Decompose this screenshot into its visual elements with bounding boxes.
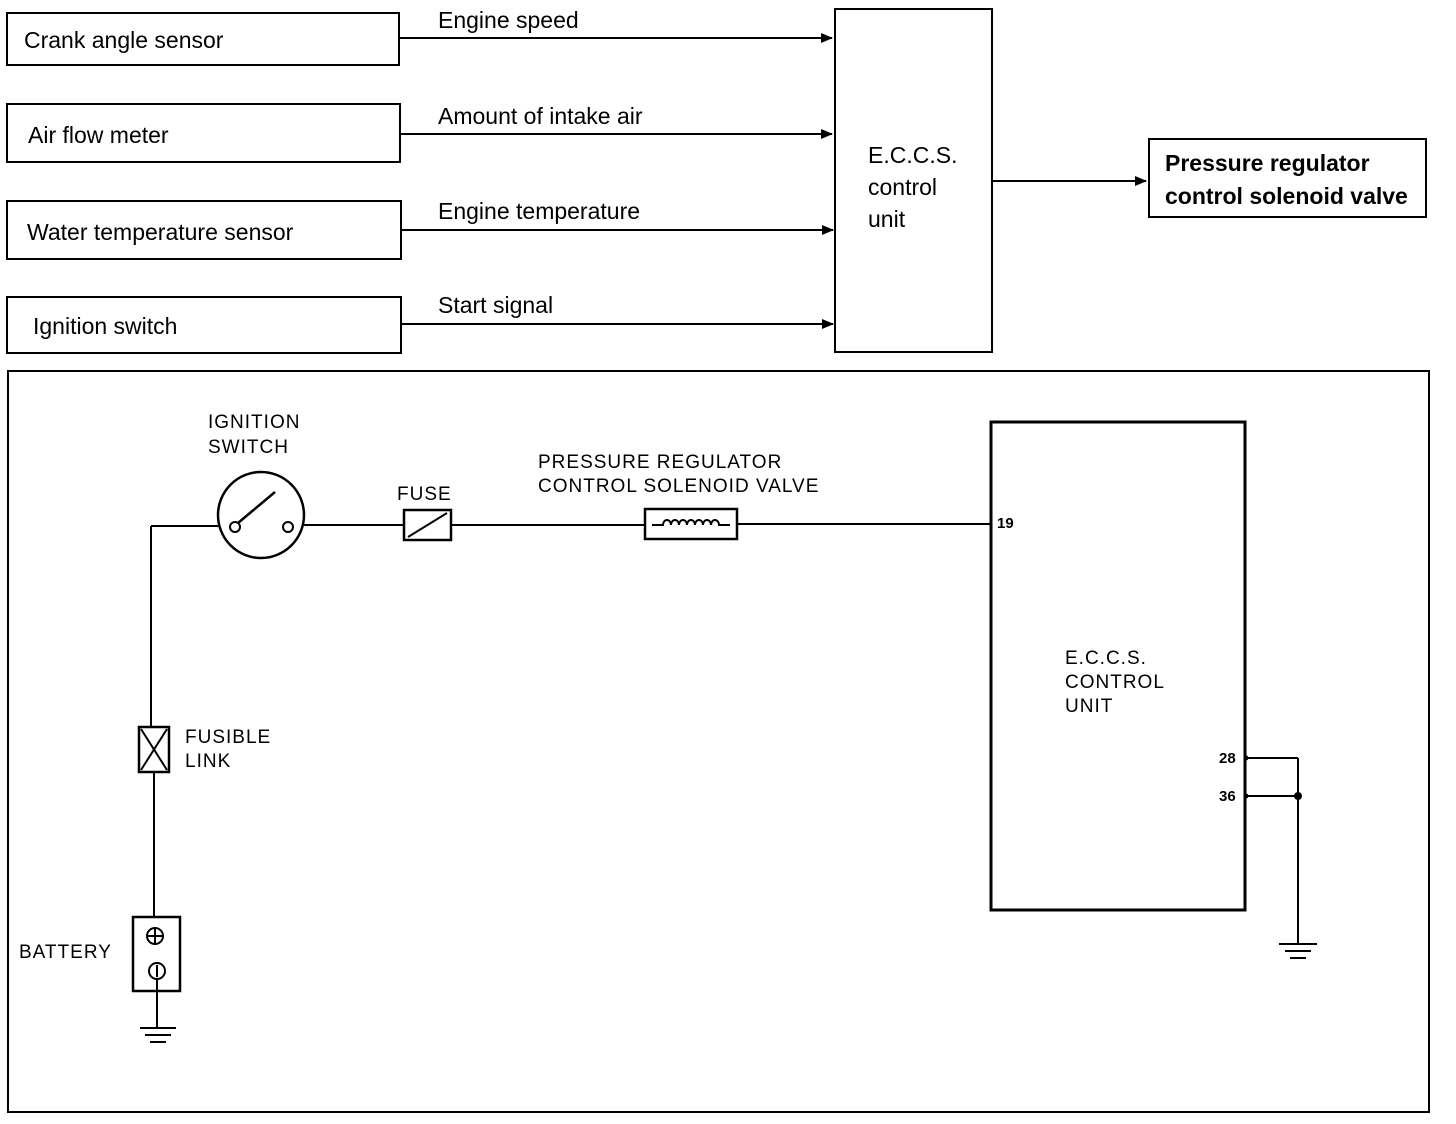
pin-label-28: 28 [1219, 750, 1236, 767]
control-unit-block: E.C.C.S. control unit [834, 8, 993, 353]
fusible-link-label-line1: FUSIBLE [185, 727, 272, 748]
input-label-water-temperature-sensor: Water temperature sensor [27, 219, 294, 245]
signal-label-engine-speed: Engine speed [438, 7, 579, 33]
fusible-link-x2 [140, 728, 168, 771]
fuse-label: FUSE [397, 484, 452, 505]
ignition-switch-blade [237, 491, 276, 524]
input-box-ignition-switch: Ignition switch [6, 296, 402, 354]
pin-36-dot [1243, 793, 1249, 799]
signal-label-engine-temperature: Engine temperature [438, 198, 641, 224]
ignition-switch-contact-right [282, 521, 294, 533]
input-box-air-flow-meter: Air flow meter [6, 103, 401, 163]
ignition-switch-symbol [216, 470, 306, 560]
control-unit-label-line3: unit [868, 206, 906, 232]
ignition-switch-label-line2: SWITCH [208, 437, 289, 458]
input-box-water-temperature-sensor: Water temperature sensor [6, 200, 402, 260]
ecu-ground-junction [1294, 792, 1302, 800]
solenoid-coil [652, 519, 730, 526]
output-label-line1: Pressure regulator [1165, 150, 1370, 176]
output-label-line2: control solenoid valve [1165, 183, 1408, 209]
solenoid-label-line1: PRESSURE REGULATOR [538, 452, 783, 473]
fuse-diagonal [407, 512, 448, 538]
control-unit-label-line1: E.C.C.S. [868, 142, 958, 168]
ignition-switch-contact-left [229, 521, 241, 533]
ecu-box [989, 420, 1247, 912]
input-label-ignition-switch: Ignition switch [33, 313, 178, 339]
pin-label-19: 19 [997, 515, 1014, 532]
ignition-switch-label-line1: IGNITION [208, 412, 301, 433]
input-label-air-flow-meter: Air flow meter [28, 122, 169, 148]
ecu-label-line3: UNIT [1065, 696, 1114, 717]
solenoid-label-line2: CONTROL SOLENOID VALVE [538, 476, 820, 497]
signal-label-start-signal: Start signal [438, 292, 554, 318]
input-label-crank-angle-sensor: Crank angle sensor [24, 27, 224, 53]
battery-label: BATTERY [19, 942, 112, 963]
pin-28-dot [1243, 755, 1249, 761]
input-box-crank-angle-sensor: Crank angle sensor [6, 12, 400, 66]
ecu-label-line1: E.C.C.S. [1065, 648, 1147, 669]
pin-label-36: 36 [1219, 788, 1236, 805]
signal-label-amount-of-intake-air: Amount of intake air [438, 103, 643, 129]
output-box-pressure-regulator-solenoid: Pressure regulator control solenoid valv… [1148, 138, 1427, 218]
control-unit-label-line2: control [868, 174, 938, 200]
ecu-label-line2: CONTROL [1065, 672, 1165, 693]
fusible-link-label-line2: LINK [185, 751, 232, 772]
